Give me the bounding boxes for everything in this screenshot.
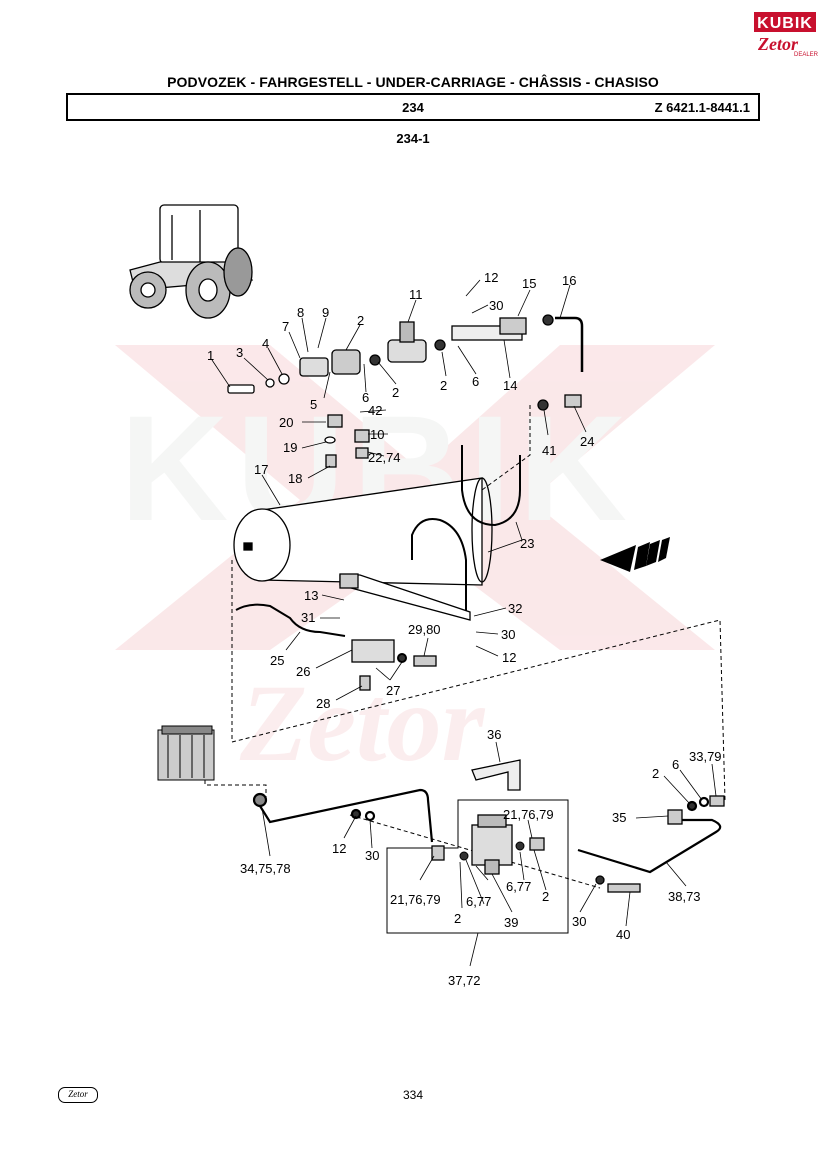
callout-26: 26 <box>296 664 310 679</box>
callout-20: 20 <box>279 415 293 430</box>
callout-12c: 12 <box>332 841 346 856</box>
callout-30: 30 <box>489 298 503 313</box>
callout-36: 36 <box>487 727 501 742</box>
air-tank <box>233 477 493 586</box>
callout-11: 11 <box>409 287 423 302</box>
callout-6b: 6 <box>472 374 479 389</box>
tractor-icon <box>129 204 254 319</box>
callout-40: 40 <box>616 927 630 942</box>
callout-24: 24 <box>580 434 594 449</box>
callout-21-76-79b: 21,76,79 <box>390 892 441 907</box>
callout-12: 12 <box>484 270 498 285</box>
callout-31: 31 <box>301 610 315 625</box>
callout-27: 27 <box>386 683 400 698</box>
page-title: PODVOZEK - FAHRGESTELL - UNDER-CARRIAGE … <box>167 74 659 90</box>
page-number: 334 <box>402 1088 424 1102</box>
callout-38-73: 38,73 <box>668 889 701 904</box>
callout-5: 5 <box>310 397 317 412</box>
callout-42: 42 <box>368 403 382 418</box>
callout-30d: 30 <box>572 914 586 929</box>
callout-4: 4 <box>262 336 269 351</box>
callout-6-77a: 6,77 <box>506 879 531 894</box>
leader-lines <box>211 279 717 967</box>
logo-kubik-text: KUBIK <box>754 12 816 32</box>
callout-34-75-78: 34,75,78 <box>240 861 291 876</box>
left-tube <box>235 603 437 691</box>
callout-2e: 2 <box>542 889 549 904</box>
callout-6-77b: 6,77 <box>466 894 491 909</box>
callout-2d: 2 <box>652 766 659 781</box>
callout-30b: 30 <box>501 627 515 642</box>
callout-9: 9 <box>322 305 329 320</box>
callout-28: 28 <box>316 696 330 711</box>
callout-labels: 1 3 4 7 8 9 2 11 12 30 15 16 5 6 2 2 6 1… <box>207 270 722 988</box>
valve-assembly <box>227 314 584 468</box>
callout-1: 1 <box>207 348 214 363</box>
bracket-36 <box>471 759 521 791</box>
valve-block-image <box>157 725 215 781</box>
callout-21-76-79a: 21,76,79 <box>503 807 554 822</box>
callout-30c: 30 <box>365 848 379 863</box>
callout-29-80: 29,80 <box>408 622 441 637</box>
callout-25: 25 <box>270 653 284 668</box>
callout-18: 18 <box>288 471 302 486</box>
callout-16: 16 <box>562 273 576 288</box>
callout-32: 32 <box>508 601 522 616</box>
callout-8: 8 <box>297 305 304 320</box>
callout-7: 7 <box>282 319 289 334</box>
kubik-zetor-logo: KUBIK Zetor DEALER <box>754 12 819 64</box>
callout-2f: 2 <box>454 911 461 926</box>
callout-6: 6 <box>362 390 369 405</box>
callout-14: 14 <box>503 378 517 393</box>
dashed-lines <box>204 405 726 889</box>
callout-39: 39 <box>504 915 518 930</box>
callout-2c: 2 <box>440 378 447 393</box>
u-bolts <box>411 445 521 615</box>
callout-2b: 2 <box>392 385 399 400</box>
group-number: 234 <box>402 100 424 115</box>
logo-dealer-text: DEALER <box>794 52 819 58</box>
callout-10: 10 <box>370 427 384 442</box>
callout-35: 35 <box>612 810 626 825</box>
diagram-number: 234-1 <box>396 131 430 146</box>
callout-19: 19 <box>283 440 297 455</box>
footer-zetor-logo: Zetor <box>58 1087 98 1103</box>
right-tube <box>350 795 725 893</box>
callout-12b: 12 <box>502 650 516 665</box>
callout-3: 3 <box>236 345 243 360</box>
callout-22-74: 22,74 <box>368 450 401 465</box>
callout-6c: 6 <box>672 757 679 772</box>
callout-41: 41 <box>542 443 556 458</box>
callout-23: 23 <box>520 536 534 551</box>
callout-15: 15 <box>522 276 536 291</box>
lower-tube <box>252 788 434 843</box>
logo-zetor-text: Zetor <box>758 34 798 54</box>
callout-17: 17 <box>254 462 268 477</box>
direction-arrow <box>600 537 670 572</box>
bracket <box>339 573 471 621</box>
callout-33-79: 33,79 <box>689 749 722 764</box>
model-code: Z 6421.1-8441.1 <box>654 100 750 115</box>
brake-valve-group <box>386 799 569 934</box>
callout-13: 13 <box>304 588 318 603</box>
callout-2: 2 <box>357 313 364 328</box>
header-box: 234 Z 6421.1-8441.1 <box>66 93 760 121</box>
callout-37-72: 37,72 <box>448 973 481 988</box>
